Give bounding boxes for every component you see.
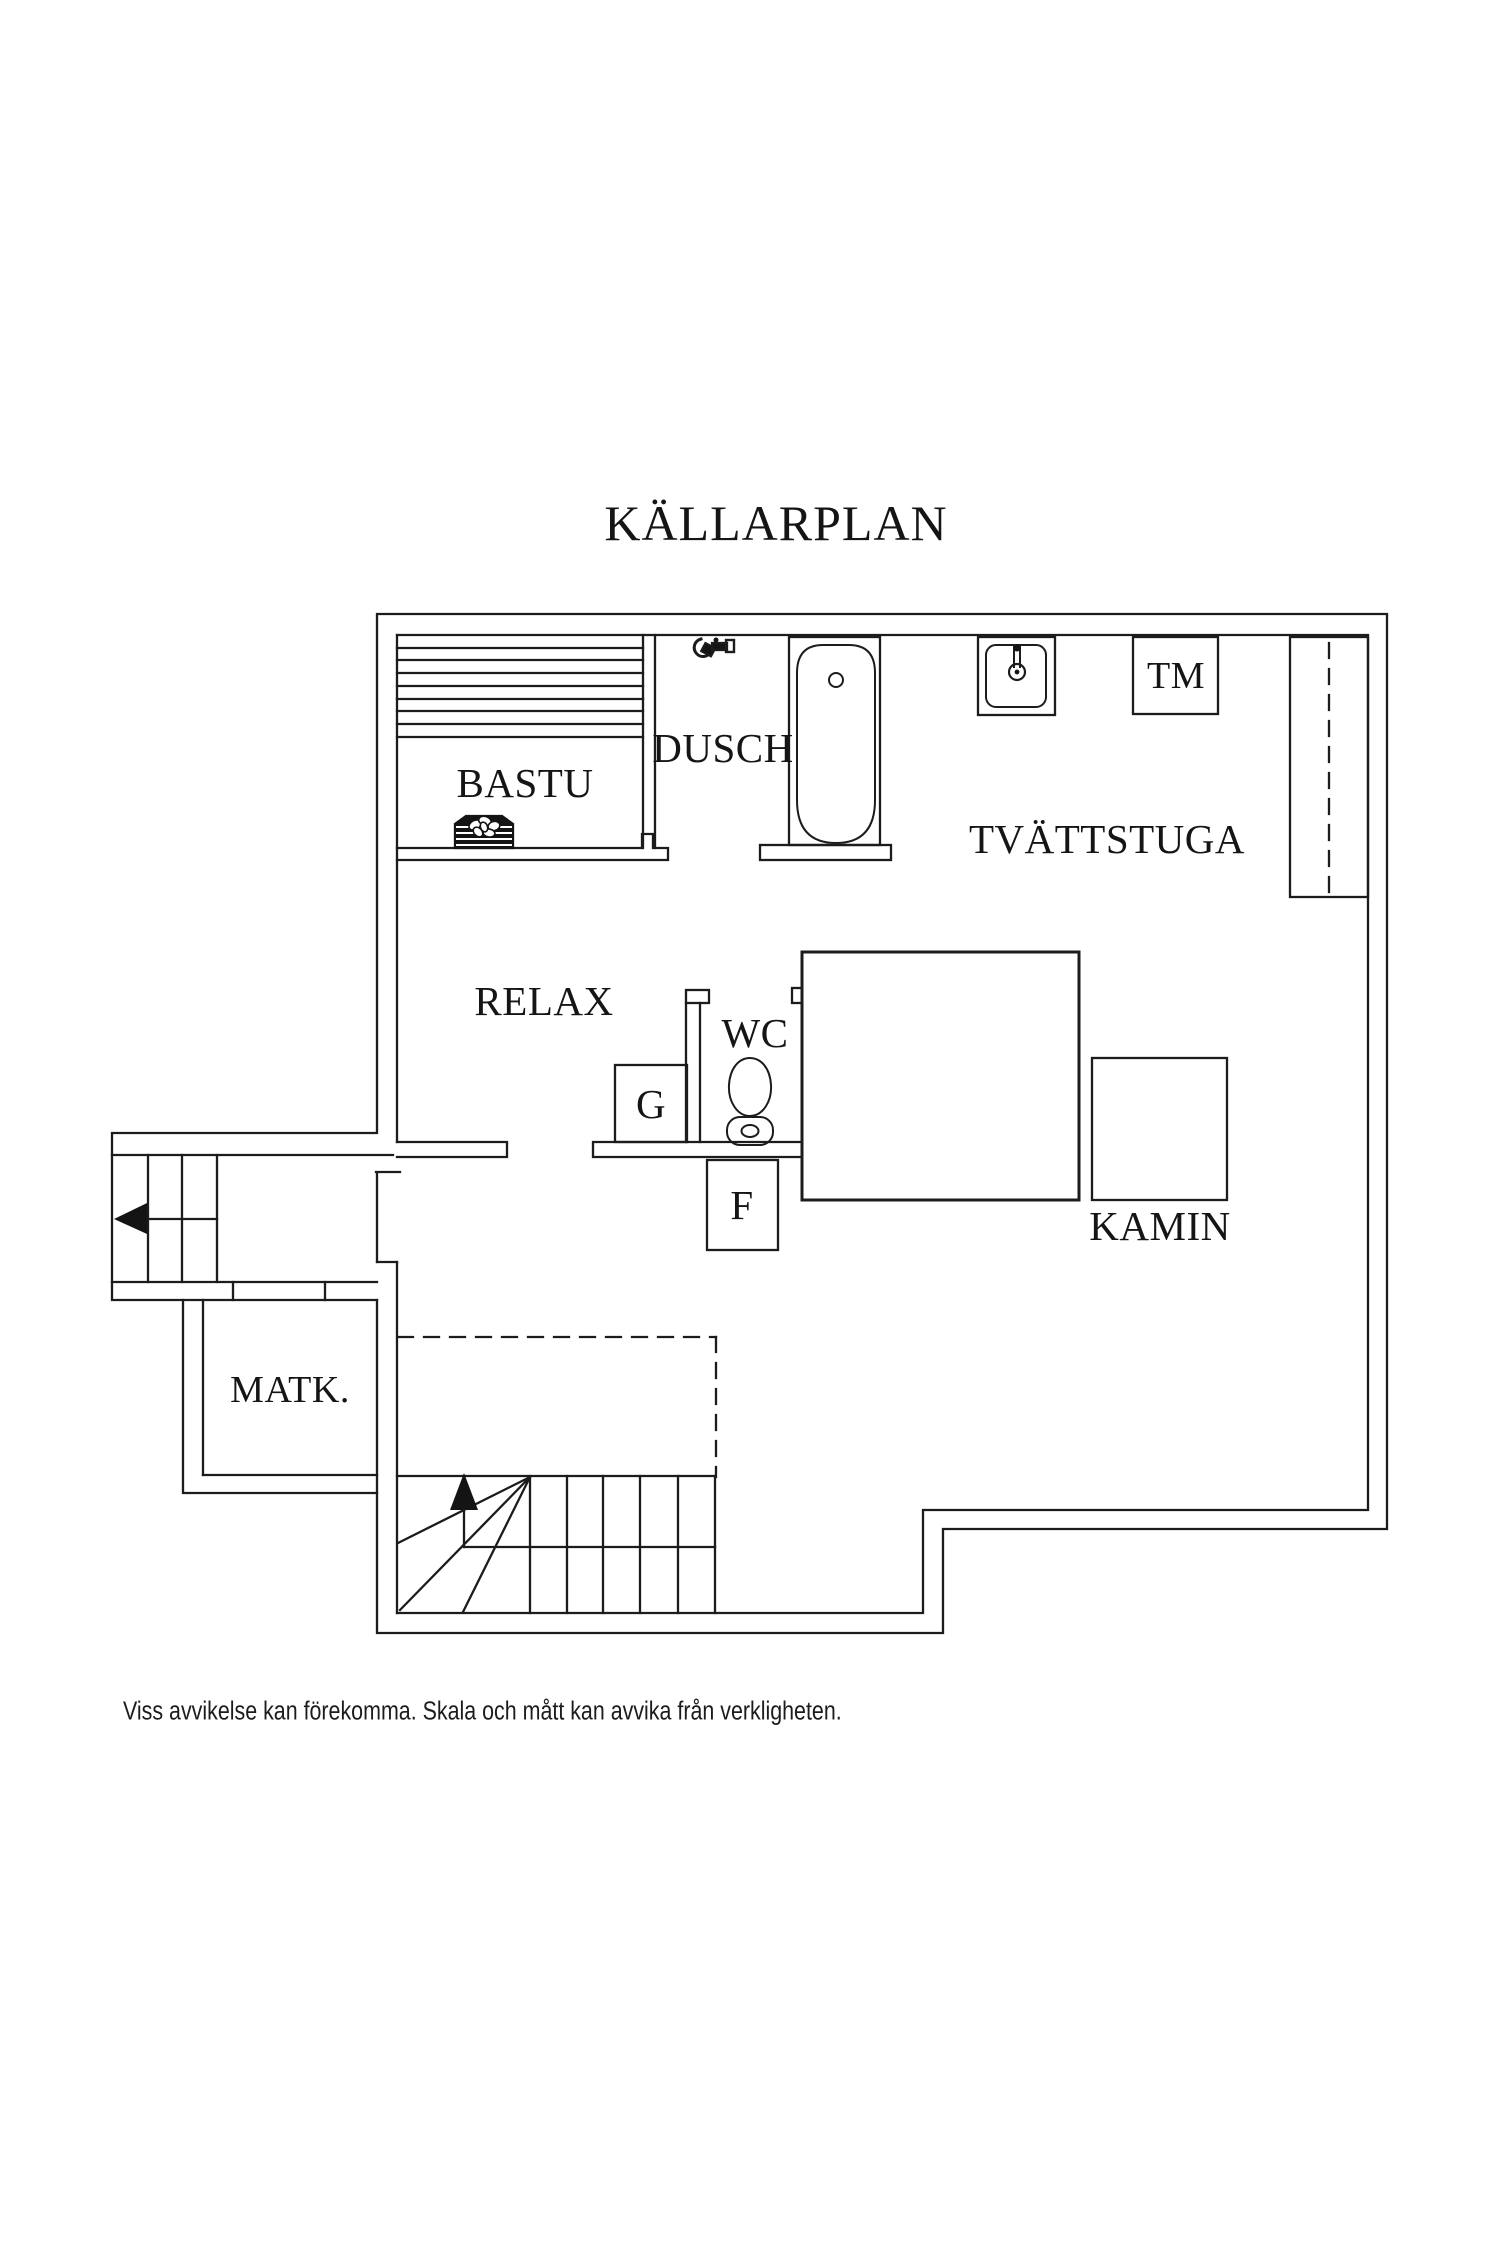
stair-headroom-dashed xyxy=(396,1335,718,1479)
fixture-label-kamin: KAMIN xyxy=(1089,1203,1231,1249)
wardrobe-box xyxy=(613,1063,689,1144)
bathtub-icon xyxy=(787,635,882,847)
bath-bottom-wall xyxy=(758,843,893,862)
closet-dashed xyxy=(1288,635,1370,899)
main-stairs xyxy=(395,1474,717,1615)
shower-mixer-icon xyxy=(692,637,736,658)
sauna-heater-icon xyxy=(453,814,515,850)
sauna-bottom-wall xyxy=(395,832,670,862)
fixture-label-f: F xyxy=(730,1182,754,1228)
matk-walls xyxy=(201,1298,379,1495)
room-label-dusch: DUSCH xyxy=(652,725,794,771)
fixture-label-g: G xyxy=(635,1081,667,1127)
left-stair-hall xyxy=(110,1153,395,1302)
fixture-label-tm: TM xyxy=(1147,655,1205,697)
disclaimer-text: Viss avvikelse kan förekomma. Skala och … xyxy=(123,1697,842,1726)
room-label-relax: RELAX xyxy=(474,978,614,1024)
toilet-icon xyxy=(726,1056,774,1146)
fireplace-box xyxy=(1090,1056,1229,1202)
freezer-box xyxy=(705,1158,780,1252)
room-label-bastu: BASTU xyxy=(456,760,594,806)
sauna-benches xyxy=(395,646,645,739)
room-label-matk: MATK. xyxy=(230,1369,350,1411)
washing-machine-box xyxy=(1131,635,1220,716)
inner-wall xyxy=(374,633,1370,1615)
page-title: KÄLLARPLAN xyxy=(604,495,948,551)
room-label-wc: WC xyxy=(721,1010,789,1056)
stairs-exit-arrow-icon xyxy=(114,1203,147,1234)
sauna-dusch-wall xyxy=(641,633,657,850)
sink-icon xyxy=(976,635,1057,717)
stairs-up-arrow-icon xyxy=(450,1473,478,1549)
room-label-tvattstuga: TVÄTTSTUGA xyxy=(968,816,1246,862)
stairwell-block xyxy=(800,950,1081,1202)
